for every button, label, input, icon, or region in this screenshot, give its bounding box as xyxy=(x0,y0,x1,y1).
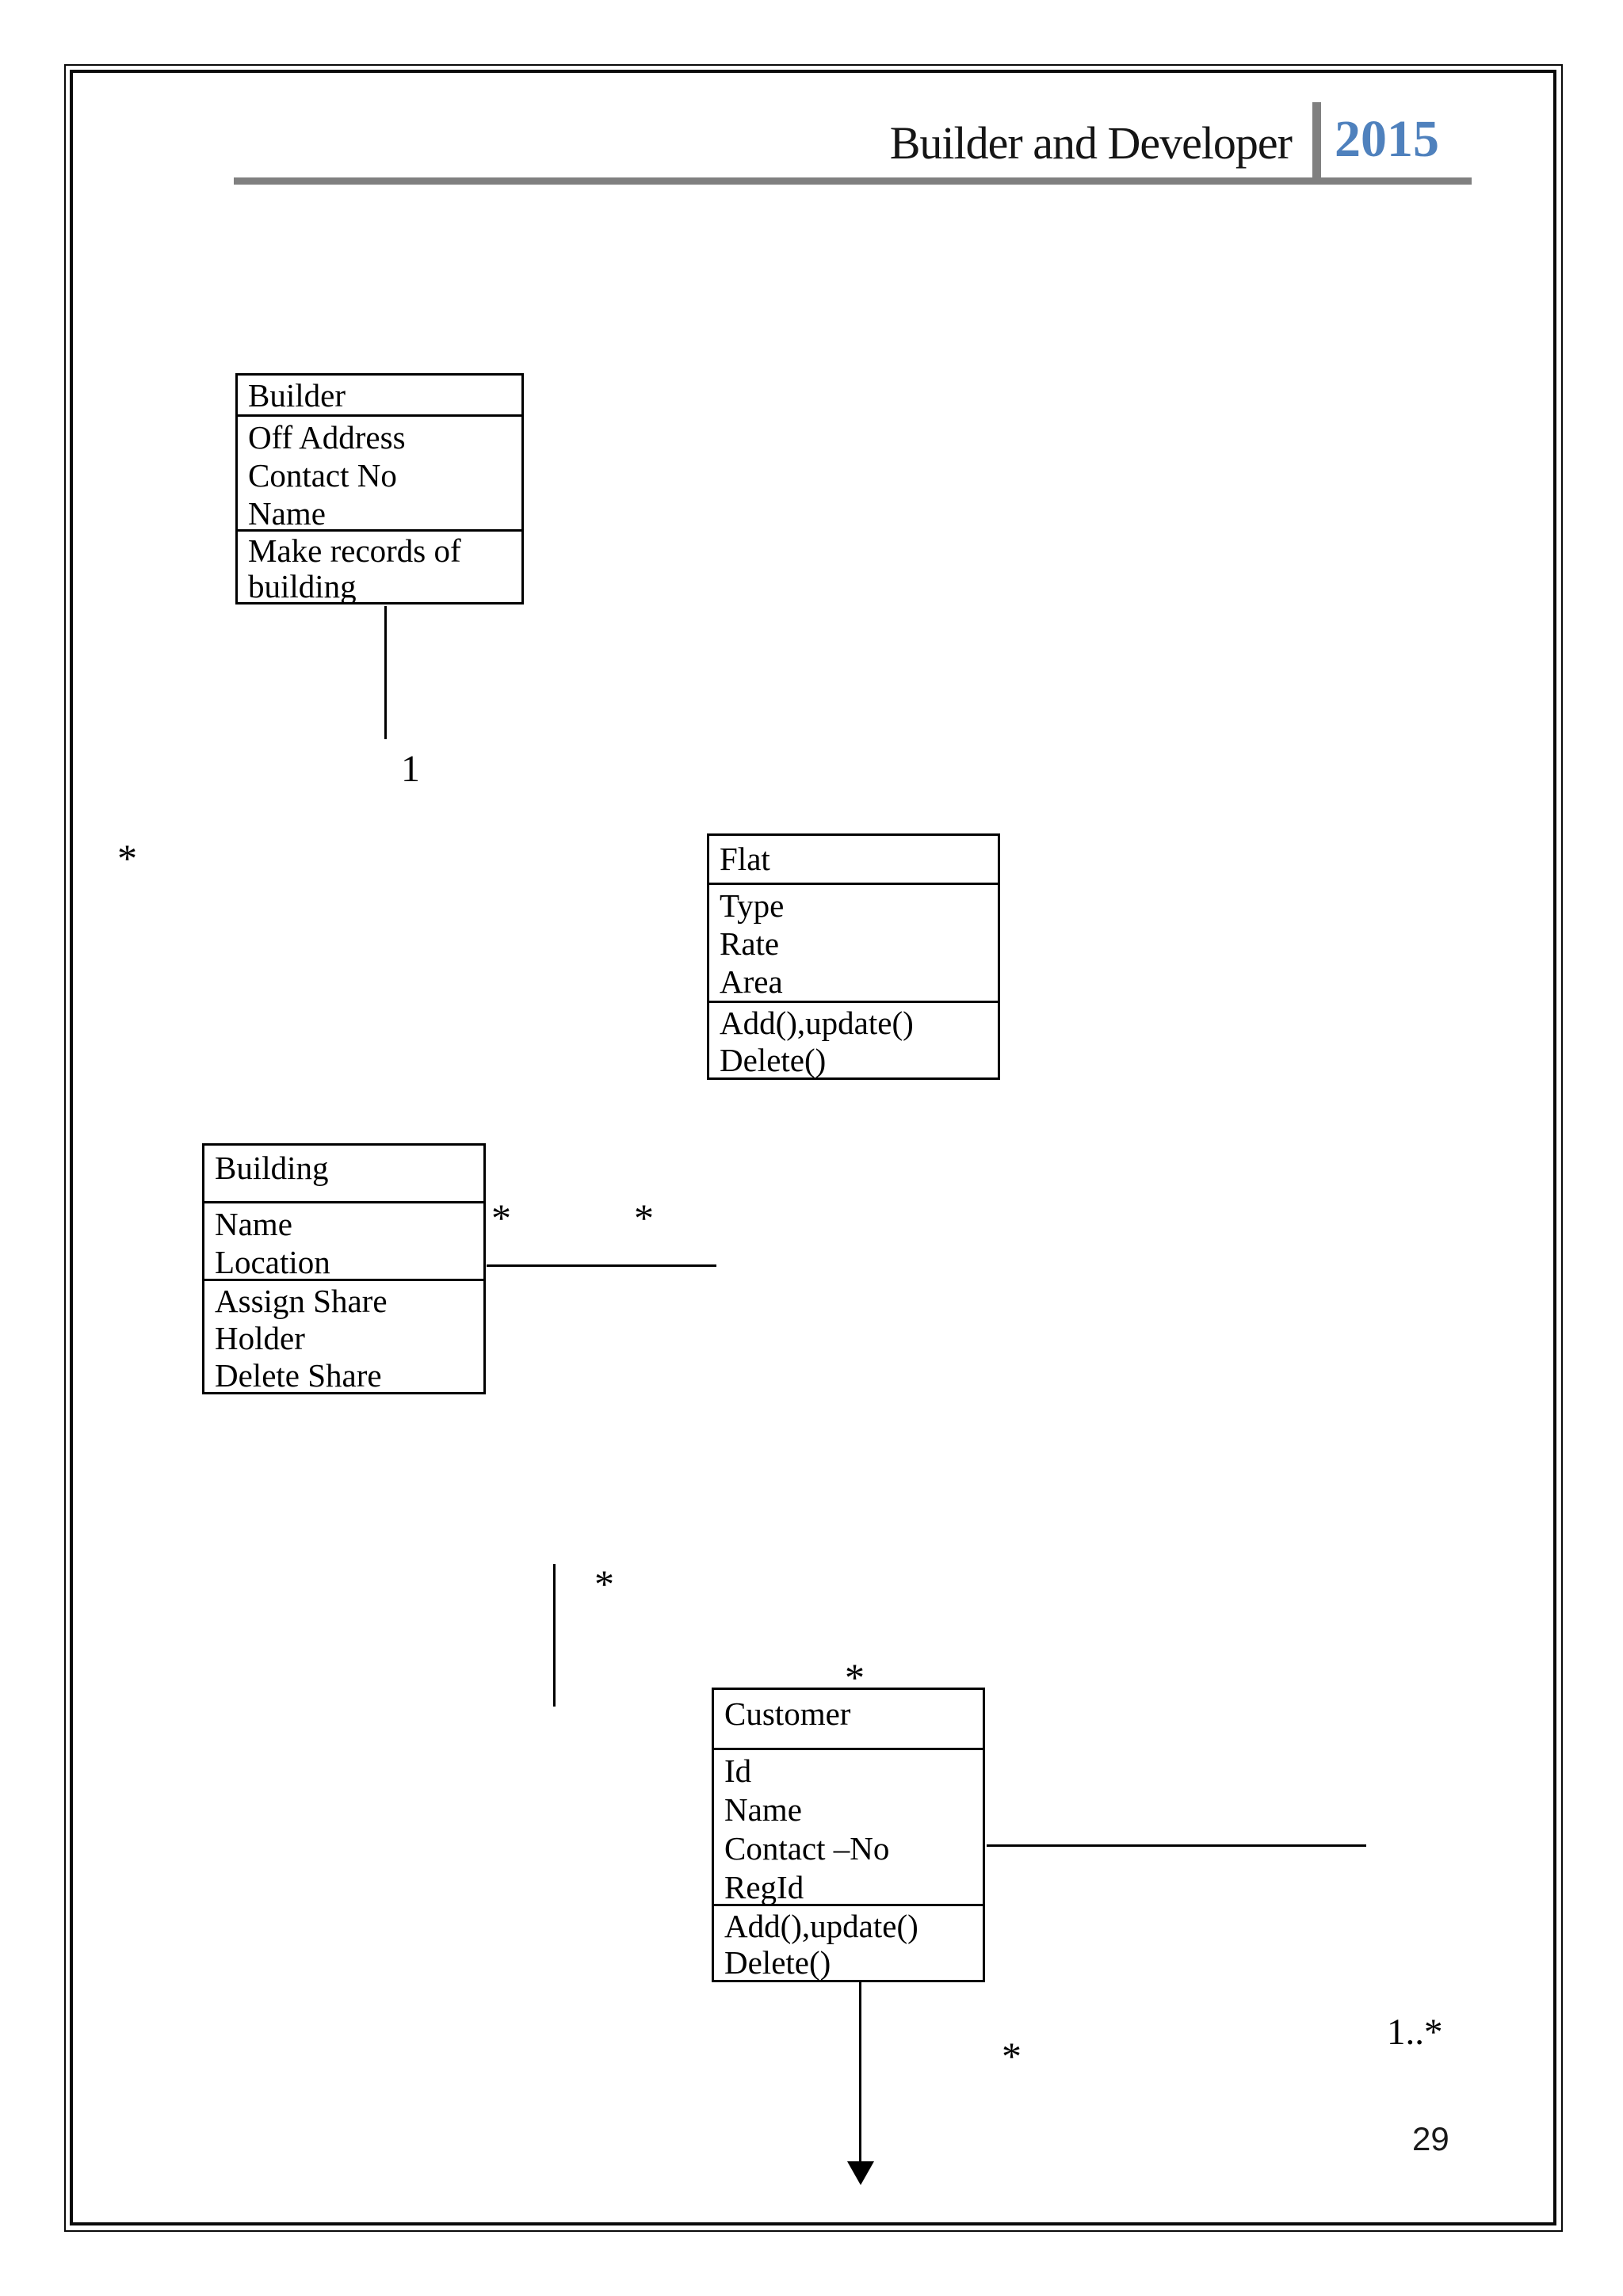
page-number: 29 xyxy=(1412,2120,1449,2157)
class-operations: Add(),update() Delete() xyxy=(714,1904,983,1980)
multiplicity-label-mid-many: * xyxy=(594,1562,614,1606)
attribute-line: Id xyxy=(724,1753,752,1789)
header-title: Builder and Developer xyxy=(889,117,1293,169)
association-line-building-customer xyxy=(553,1564,556,1707)
operation-line: Delete Share xyxy=(215,1357,382,1393)
class-title: Customer xyxy=(724,1695,851,1732)
multiplicity-label-one-to-many: 1..* xyxy=(1387,2012,1443,2053)
class-attributes: Id Name Contact –No RegId xyxy=(714,1748,983,1904)
multiplicity-label-customer-many: * xyxy=(845,1655,865,1699)
attribute-line: RegId xyxy=(724,1869,804,1905)
class-attributes: Off Address Contact No Name xyxy=(238,414,521,529)
attribute-line: Area xyxy=(720,963,783,1000)
attribute-line: Contact –No xyxy=(724,1830,890,1867)
attribute-line: Rate xyxy=(720,925,780,962)
attribute-line: Name xyxy=(724,1791,802,1828)
attribute-line: Location xyxy=(215,1244,330,1280)
header-year: 2015 xyxy=(1335,110,1439,168)
attribute-line: Name xyxy=(215,1206,292,1243)
class-attributes: Name Location xyxy=(204,1201,483,1279)
multiplicity-label-building-many: * xyxy=(491,1196,511,1240)
header-divider-bar xyxy=(1312,102,1321,185)
operation-line: Assign Share xyxy=(215,1283,388,1320)
operation-line: Holder xyxy=(215,1320,305,1357)
operation-line: Add(),update() xyxy=(720,1004,914,1041)
page-border-inner xyxy=(70,70,1556,2225)
arrow-down-head-icon xyxy=(847,2161,874,2185)
attribute-line: Type xyxy=(720,887,785,924)
class-operations: Add(),update() Delete() xyxy=(709,1000,998,1077)
class-operations: Make records of building xyxy=(238,528,521,603)
operation-line: Make records of xyxy=(248,532,461,569)
association-line-builder-down xyxy=(384,606,387,739)
class-box-building: Building Name Location Assign Share Hold… xyxy=(202,1143,486,1394)
operation-line: Delete() xyxy=(724,1944,831,1980)
class-title: Building xyxy=(215,1150,329,1186)
class-box-customer: Customer Id Name Contact –No RegId Add()… xyxy=(712,1688,985,1982)
class-operations: Assign Share Holder Delete Share xyxy=(204,1279,483,1392)
association-line-building-flat xyxy=(487,1264,716,1267)
class-title: Builder xyxy=(248,377,346,414)
operation-line: building xyxy=(248,567,357,603)
attribute-line: Off Address xyxy=(248,418,406,456)
multiplicity-label-flat-many: * xyxy=(634,1196,654,1240)
class-title: Flat xyxy=(720,841,770,877)
multiplicity-label-many-left: * xyxy=(117,836,137,880)
class-attributes: Type Rate Area xyxy=(709,882,998,1001)
multiplicity-label-bottom-many: * xyxy=(1002,2034,1022,2078)
association-line-customer-right xyxy=(987,1844,1366,1847)
page-border-outer xyxy=(64,64,1563,2232)
association-line-customer-down xyxy=(859,1982,861,2163)
class-box-builder: Builder Off Address Contact No Name Make… xyxy=(235,373,524,605)
multiplicity-label-one: 1 xyxy=(401,748,420,790)
attribute-line: Name xyxy=(248,494,326,529)
operation-line: Delete() xyxy=(720,1041,827,1077)
operation-line: Add(),update() xyxy=(724,1908,918,1945)
header-rule xyxy=(234,177,1472,185)
class-box-flat: Flat Type Rate Area Add(),update() Delet… xyxy=(707,833,1000,1080)
attribute-line: Contact No xyxy=(248,456,397,494)
